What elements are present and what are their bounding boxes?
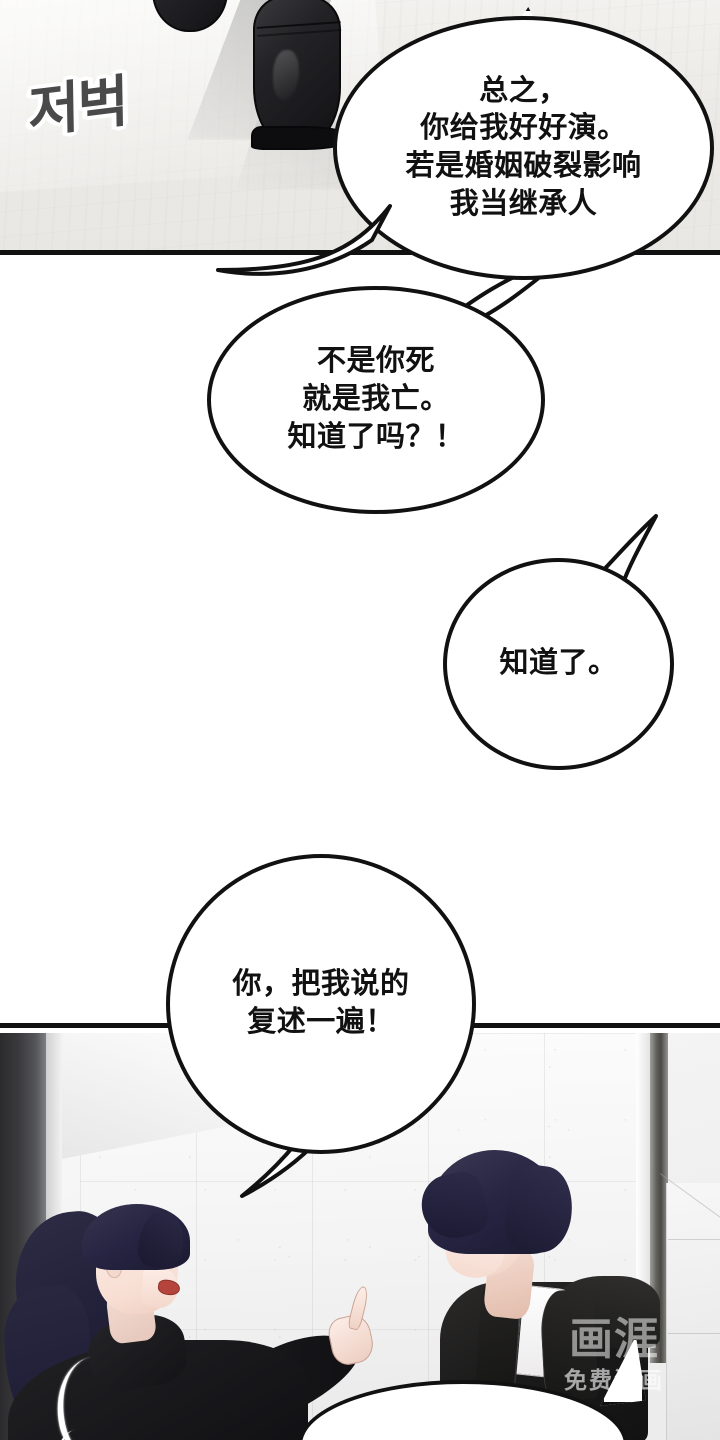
boot-strap <box>256 21 342 37</box>
sfx-footstep: 저벅 <box>27 68 128 147</box>
speech-bubble-3-text: 知道了。 <box>499 647 618 680</box>
boot-highlight <box>273 50 299 100</box>
right-wall-seam-1 <box>668 1239 720 1240</box>
speech-bubble-1-text: 总之， 你给我好好演。 若是婚姻破裂影响 我当继承人 <box>405 74 642 220</box>
speech-bubble-1[interactable]: 总之， 你给我好好演。 若是婚姻破裂影响 我当继承人 <box>333 16 714 280</box>
right-wall-panel <box>666 1183 720 1440</box>
boot-front <box>251 0 351 150</box>
speech-bubble-2-text: 不是你死 就是我亡。 知道了吗？！ <box>287 345 465 453</box>
wall-corner-dark <box>650 1033 668 1363</box>
speech-bubble-2[interactable]: 不是你死 就是我亡。 知道了吗？！ <box>207 286 545 514</box>
right-wall-seam-2 <box>668 1333 720 1334</box>
speech-bubble-4[interactable]: 你，把我说的 复述一遍！ <box>166 854 476 1154</box>
speech-bubble-3[interactable]: 知道了。 <box>443 558 674 770</box>
bubble-1-tail <box>216 204 392 276</box>
man-lapel-right <box>539 1288 599 1402</box>
speech-bubble-4-text: 你，把我说的 复述一遍！ <box>232 968 410 1038</box>
character-woman-pointing <box>0 1190 377 1440</box>
